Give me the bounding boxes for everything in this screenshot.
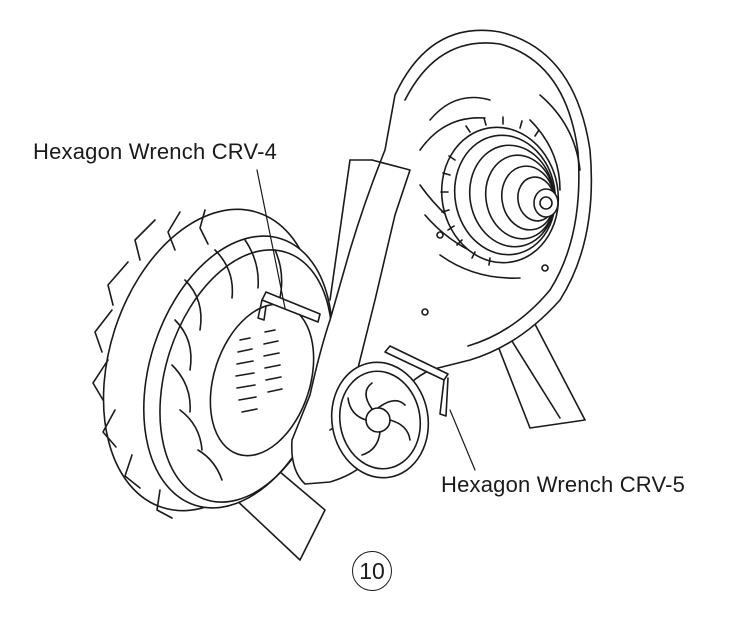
flywheel [92,208,334,519]
flywheel-spokes [171,239,283,481]
lower-pulley [330,361,430,479]
flywheel-fins [92,209,209,519]
cassette-sprocket [440,116,560,266]
callout-hex-wrench-crv4: Hexagon Wrench CRV-4 [33,139,278,164]
leader-lines [256,169,476,471]
callout-hex-wrench-crv5: Hexagon Wrench CRV-5 [441,472,686,497]
step-number: 10 [359,557,385,584]
hex-wrench-crv5 [384,345,449,417]
step-number-badge: 10 [352,551,392,591]
hex-wrench-crv4 [257,291,321,323]
flywheel-hub-cover [209,303,315,457]
